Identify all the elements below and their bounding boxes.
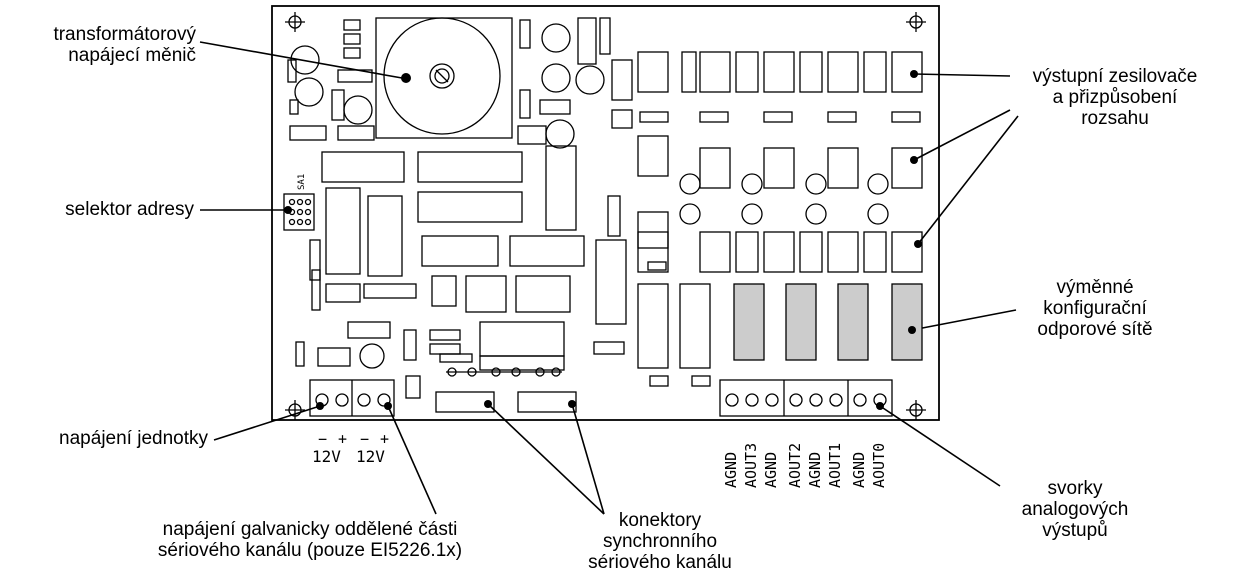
output-terminal-label-5: AOUT1 <box>826 443 844 488</box>
label-sync-connectors: konektory synchronního sériového kanálu <box>588 510 732 573</box>
output-terminal-label-6: AGND <box>850 452 868 488</box>
power-voltage-2: 12V <box>356 447 385 466</box>
resistor-networks <box>733 283 923 361</box>
label-transformer: transformátorový napájecí měnič <box>53 24 196 66</box>
analog-output-terminal-block <box>719 379 893 417</box>
label-resistor-networks: výměnné konfigurační odporové sítě <box>1037 277 1153 340</box>
label-analog-terminals: svorky analogových výstupů <box>1021 478 1129 541</box>
power-voltage-1: 12V <box>312 447 341 466</box>
label-unit-power: napájení jednotky <box>59 428 208 449</box>
mounting-hole-bl <box>285 400 305 420</box>
power-sign-3: − <box>360 430 369 448</box>
board-outline <box>271 5 940 421</box>
label-address-selector: selektor adresy <box>65 199 194 220</box>
power-sign-1: − <box>318 430 327 448</box>
label-galvanic-power: napájení galvanicky oddělené části sério… <box>157 519 463 561</box>
mounting-hole-tr <box>906 12 926 32</box>
address-selector <box>283 193 315 231</box>
output-terminal-label-2: AGND <box>762 452 780 488</box>
output-terminal-label-7: AOUT0 <box>870 443 888 488</box>
output-terminal-label-3: AOUT2 <box>786 443 804 488</box>
mounting-hole-br <box>906 400 926 420</box>
output-terminal-label-0: AGND <box>722 452 740 488</box>
power-sign-2: + <box>338 430 347 448</box>
sa1-label: SA1 <box>297 174 307 190</box>
sync-serial-connector-2 <box>517 391 577 413</box>
leader-lines <box>199 41 1019 515</box>
output-terminal-label-4: AGND <box>806 452 824 488</box>
label-amplifiers: výstupní zesilovače a přizpůsobení rozsa… <box>1032 66 1198 129</box>
output-terminal-label-1: AOUT3 <box>742 443 760 488</box>
mounting-hole-tl <box>285 12 305 32</box>
power-sign-4: + <box>380 430 389 448</box>
transformer-core <box>383 17 501 135</box>
sync-serial-connector-1 <box>435 391 495 413</box>
